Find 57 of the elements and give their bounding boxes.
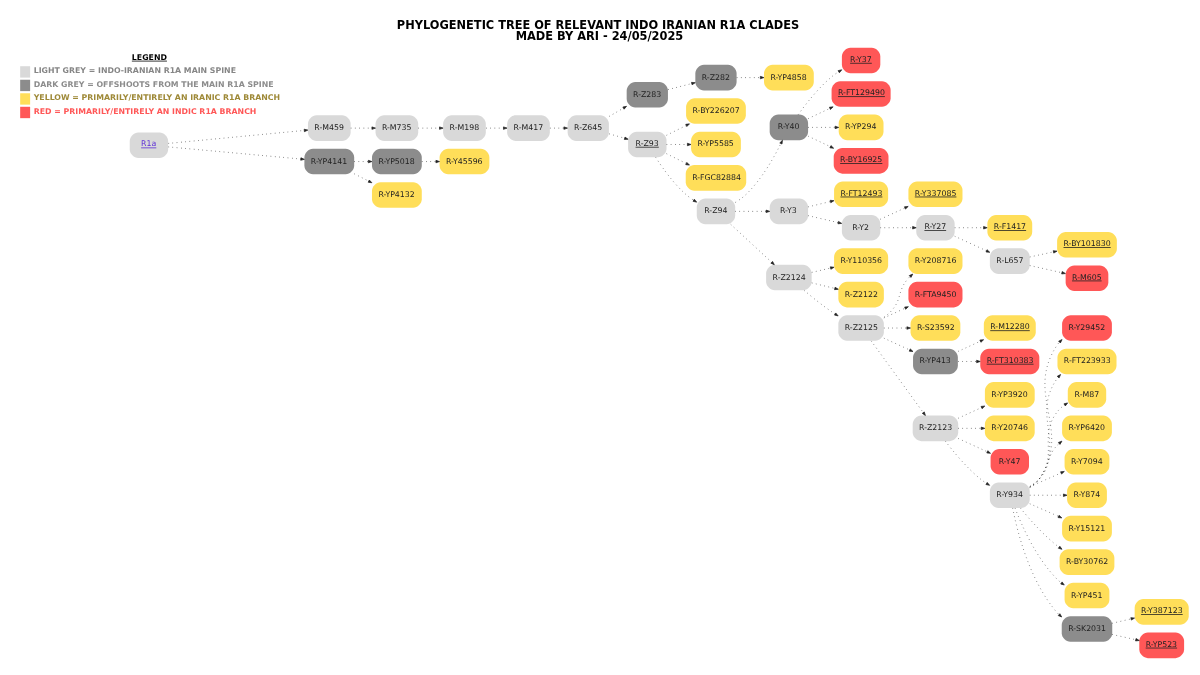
arrow [734,209,771,213]
arrow [957,437,991,454]
arrow [803,289,839,316]
arrow [736,75,765,79]
arrow [945,440,990,486]
arrow [1029,502,1063,518]
arrow [883,337,914,352]
arrow [870,340,926,416]
arrow [811,282,839,290]
arrow [807,135,834,149]
arrow [1029,440,1063,487]
arrow [880,225,917,229]
arrow [883,325,911,330]
arrow [666,123,690,136]
arrow [807,106,834,119]
arrow [1012,507,1063,617]
arrow [666,152,690,165]
arrow [418,126,444,130]
arrow [1029,470,1065,487]
arrow [797,68,843,115]
arrow [1111,633,1140,641]
arrow [350,126,376,130]
arrow [608,105,627,117]
arrow [421,159,440,163]
arrow [807,125,839,129]
arrow [1029,373,1061,488]
arrow [353,159,373,163]
arrow [957,426,986,430]
arrow [608,133,629,140]
arrow [168,146,305,161]
arrow [957,359,981,363]
arrow [485,126,508,130]
arrow [954,225,988,229]
arrow [957,405,986,419]
arrow [549,126,568,130]
arrow [880,205,909,220]
arrow [667,81,696,90]
arrow [957,338,984,352]
arrow [168,128,309,144]
arrow [1020,507,1063,550]
arrow [655,156,698,202]
arrow [883,273,914,317]
arrow [807,214,843,224]
arrow [353,172,373,183]
arrow [1029,249,1058,257]
arrow [1014,507,1065,585]
arrow [954,235,991,253]
arrow [1029,264,1066,274]
arrow [883,305,909,318]
arrow [807,199,835,207]
arrow [1029,338,1063,488]
arrow [1029,402,1068,487]
arrow [1111,616,1135,624]
arrow [666,142,692,146]
arrow [730,223,775,265]
arrow [811,266,835,273]
arrow [1029,493,1068,497]
